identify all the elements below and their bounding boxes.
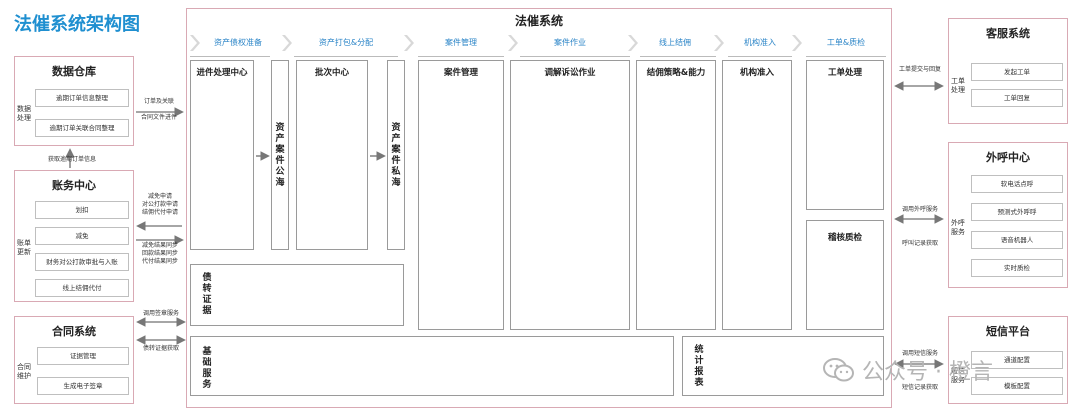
stage-2: 资产打包&分配 [318,38,374,47]
sms-item-2[interactable]: 模板配置 [971,377,1063,395]
sms-system: 短信平台 短信服务 通道配置 模板配置 [948,316,1068,404]
accounts-item-3[interactable]: 财务对公打款审批与入账 [35,253,129,271]
stage-3: 案件管理 [445,38,477,47]
service-side-label: 工单处理 [951,77,965,94]
stage-underline-7 [806,56,886,57]
stage-underline-2 [294,56,398,57]
wechat-icon [823,358,854,382]
stage-underline-5 [640,56,716,57]
anno-order-link: 订单及关联 [143,98,174,105]
watermark: 公众号 · 橙言 [862,360,993,385]
chevron-right-icon [714,35,724,51]
accounts-item-2[interactable]: 减免 [35,227,129,245]
module-case-management[interactable]: 案件管理 [418,60,504,330]
anno-contract-file: 合同文件进件 [140,114,177,121]
module-private-pool[interactable]: 资产案件私海 [387,60,405,250]
warehouse-item-2[interactable]: 逾期订单关联合同整理 [35,119,129,137]
callcenter-item-4[interactable]: 实时质检 [971,259,1063,277]
anno-sms-records: 短信记录获取 [901,384,938,391]
sms-item-1[interactable]: 通道配置 [971,351,1063,369]
contract-side-label: 合同维护 [17,363,31,380]
sms-side-label: 短信服务 [951,367,965,384]
stage-underline-6 [728,56,792,57]
contract-system: 合同系统 合同维护 证据管理 生成电子签章 [14,316,134,404]
accounts-item-1[interactable]: 划扣 [35,201,129,219]
chevron-right-icon [190,35,200,51]
chevron-right-icon [404,35,414,51]
anno-sign-service: 调用签章服务 [142,310,179,317]
callcenter-system: 外呼中心 外呼服务 软电话点呼 预测式外呼呼 语音机器人 实时质检 [948,142,1068,288]
module-batch-center[interactable]: 批次中心 [296,60,368,250]
stage-underline-3 [418,56,504,57]
accounts-system: 账务中心 账单更新 划扣 减免 财务对公打款审批与入账 线上结佣代付 [14,170,134,302]
stage-7: 工单&质检 [826,38,866,47]
callcenter-side-label: 外呼服务 [951,219,965,236]
sms-title: 短信平台 [986,325,1030,338]
module-pre-processing[interactable]: 进件处理中心 [190,60,254,250]
chevron-right-icon [792,35,802,51]
anno-call-service: 调用外呼服务 [901,206,938,213]
module-stats-report[interactable]: 统计报表 [682,336,884,396]
accounts-item-4[interactable]: 线上结佣代付 [35,279,129,297]
contract-title: 合同系统 [52,325,96,338]
anno-ticket: 工单提交与回复 [898,66,941,73]
module-ticket[interactable]: 工单处理 [806,60,884,210]
callcenter-title: 外呼中心 [986,151,1030,164]
module-debt-evidence[interactable]: 债转证据 [190,264,404,326]
stage-underline-1 [190,56,270,57]
chevron-right-icon [508,35,518,51]
accounts-side-label: 账单更新 [17,239,31,256]
module-base-service[interactable]: 基础服务 [190,336,674,396]
page-title: 法催系统架构图 [14,14,140,35]
module-public-pool[interactable]: 资产案件公海 [271,60,289,250]
service-item-1[interactable]: 发起工单 [971,63,1063,81]
anno-call-records: 呼叫记录获取 [901,240,938,247]
warehouse-item-1[interactable]: 逾期订单信息整理 [35,89,129,107]
module-access[interactable]: 机构准入 [722,60,792,330]
callcenter-item-2[interactable]: 预测式外呼呼 [971,203,1063,221]
service-system: 客服系统 工单处理 发起工单 工单回复 [948,18,1068,124]
stage-4: 案件作业 [554,38,586,47]
chevron-right-icon [282,35,292,51]
stage-underline-4 [520,56,630,57]
module-mediation[interactable]: 调解诉讼作业 [510,60,630,330]
module-commission[interactable]: 结佣策略&能力 [636,60,716,330]
service-title: 客服系统 [986,27,1030,40]
stage-1: 资产债权准备 [214,38,262,47]
stage-6: 机构准入 [744,38,776,47]
warehouse-side-label: 数据处理 [17,105,31,122]
callcenter-item-1[interactable]: 软电话点呼 [971,175,1063,193]
callcenter-item-3[interactable]: 语音机器人 [971,231,1063,249]
anno-debt-evidence: 债转证据获取 [142,345,179,352]
stage-5: 线上结佣 [659,38,691,47]
chevron-right-icon [628,35,638,51]
anno-get-overdue: 获取逾期订单信息 [47,156,96,163]
service-item-2[interactable]: 工单回复 [971,89,1063,107]
anno-requests: 减免申请 对公打款申请 结佣代付申请 [141,193,178,216]
contract-item-1[interactable]: 证据管理 [37,347,129,365]
anno-sync-results: 减免结果同步 回款结果同步 代付结果同步 [141,242,178,265]
contract-item-2[interactable]: 生成电子签章 [37,377,129,395]
center-title: 法催系统 [514,14,563,28]
warehouse-system: 数据仓库 数据处理 逾期订单信息整理 逾期订单关联合同整理 [14,56,134,146]
accounts-title: 账务中心 [52,179,96,192]
anno-sms-service: 调用短信服务 [901,350,938,357]
warehouse-title: 数据仓库 [52,65,96,78]
module-audit[interactable]: 稽核质检 [806,220,884,330]
